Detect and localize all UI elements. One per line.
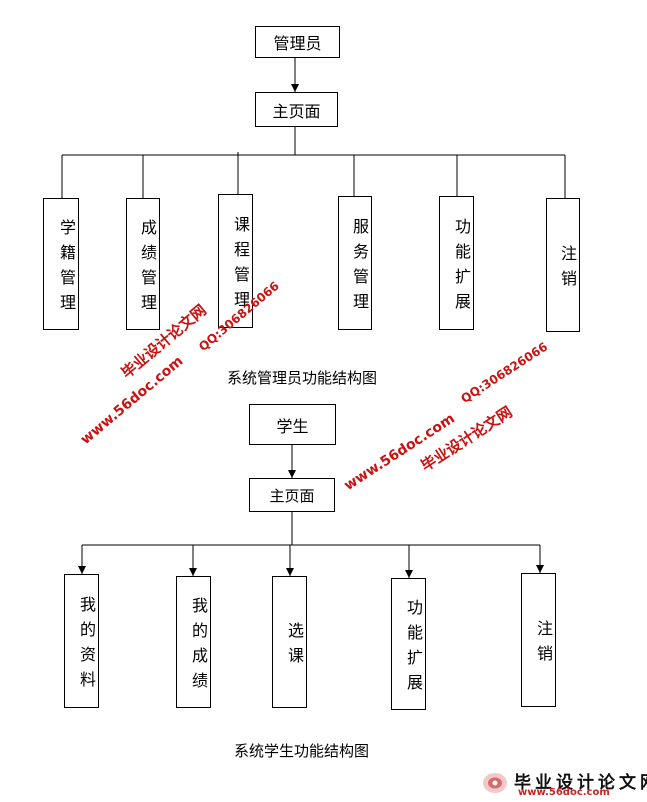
student-main-label: 主页面	[269, 486, 315, 505]
admin-child-box: 成绩管理	[126, 198, 160, 330]
student-child-box: 选课	[272, 576, 307, 708]
admin-child-label: 注销	[558, 245, 577, 295]
student-chart-caption: 系统学生功能结构图	[234, 742, 370, 760]
student-child-label: 功能扩展	[404, 599, 423, 699]
admin-child-box: 注销	[546, 198, 580, 332]
admin-main-label: 主页面	[272, 101, 321, 121]
student-root-box: 学生	[249, 404, 336, 445]
student-child-box: 我的成绩	[176, 576, 211, 708]
admin-child-label: 课程管理	[231, 216, 250, 316]
logo-url: www.56doc.com	[518, 787, 610, 798]
admin-root-label: 管理员	[273, 34, 322, 53]
student-child-box: 我的资料	[64, 574, 99, 708]
logo-mark-icon	[483, 773, 507, 793]
admin-root-box: 管理员	[255, 26, 340, 58]
admin-child-box: 学籍管理	[43, 198, 79, 330]
logo-title: 毕业设计论文网	[514, 773, 647, 793]
site-logo: 毕业设计论文网 www.56doc.com	[478, 768, 647, 798]
admin-chart-caption: 系统管理员功能结构图	[227, 369, 378, 387]
admin-child-label: 服务管理	[350, 218, 369, 318]
student-child-label: 选课	[285, 622, 304, 672]
student-child-label: 我的成绩	[189, 597, 208, 697]
student-root-label: 学生	[276, 416, 309, 436]
student-child-box: 注销	[521, 573, 556, 707]
student-child-box: 功能扩展	[391, 578, 426, 710]
admin-child-label: 成绩管理	[138, 219, 157, 319]
admin-child-box: 功能扩展	[439, 196, 474, 330]
student-child-label: 我的资料	[77, 596, 96, 696]
admin-child-box: 服务管理	[338, 196, 372, 330]
admin-child-box: 课程管理	[218, 194, 253, 328]
student-child-label: 注销	[534, 620, 553, 670]
admin-child-label: 功能扩展	[452, 218, 471, 318]
admin-main-box: 主页面	[255, 92, 338, 127]
student-main-box: 主页面	[249, 478, 335, 512]
admin-child-label: 学籍管理	[57, 219, 76, 319]
